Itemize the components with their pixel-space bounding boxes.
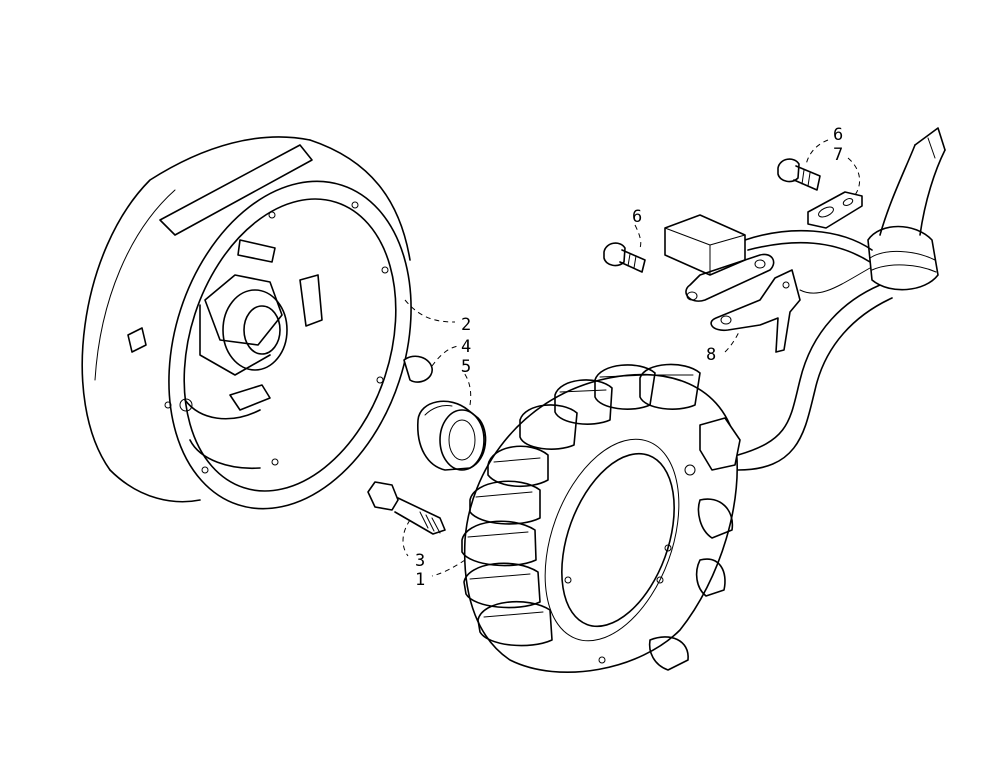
pickup-coil (664, 214, 775, 302)
callout-7: 7 (833, 145, 843, 165)
clamp-plate (807, 191, 863, 229)
callout-5: 5 (461, 357, 471, 377)
flywheel (81, 136, 412, 510)
callout-numbers: 1 2 3 4 5 6 6 7 8 (415, 125, 843, 590)
pickup-screw (603, 242, 646, 273)
callout-2: 2 (461, 315, 471, 335)
collar (417, 400, 487, 471)
callout-6-upper: 6 (833, 125, 843, 145)
stator (461, 363, 741, 673)
callout-8: 8 (706, 345, 716, 365)
stator-bolt (367, 481, 446, 535)
callout-leaders (402, 139, 861, 577)
callout-4: 4 (461, 337, 471, 357)
bracket (710, 269, 801, 353)
clamp-screw (777, 158, 821, 191)
callout-1: 1 (415, 570, 425, 590)
callout-6-lower: 6 (632, 207, 642, 227)
callout-3: 3 (415, 551, 425, 571)
wire-harness (737, 127, 946, 471)
key (403, 355, 433, 383)
